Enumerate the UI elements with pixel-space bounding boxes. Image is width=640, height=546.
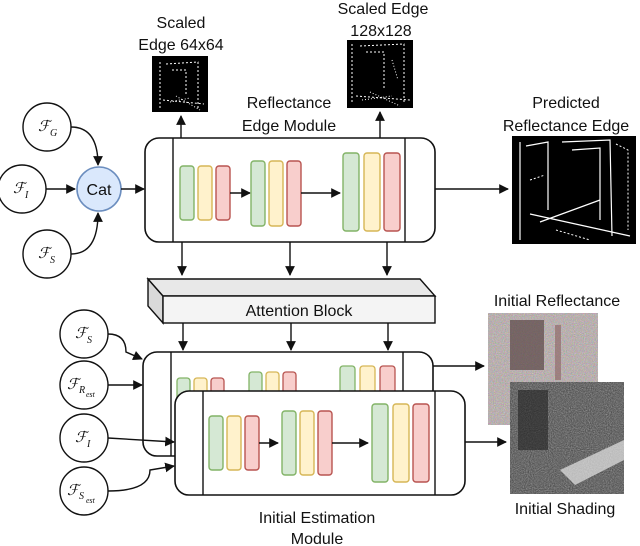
scaled-edge-128-thumbnail xyxy=(347,40,413,108)
arrow-s-to-estimation xyxy=(107,333,143,360)
initial-reflectance-label: Initial Reflectance xyxy=(494,293,620,310)
scaled-edge-64-thumbnail xyxy=(152,56,208,112)
svg-text:ℱ: ℱ xyxy=(13,181,28,197)
svg-text:Cat: Cat xyxy=(87,182,112,199)
svg-text:ℱ: ℱ xyxy=(67,377,82,393)
predicted-edge-label-line2: Reflectance Edge xyxy=(503,118,629,135)
initial-estimation-label-line2: Module xyxy=(291,531,344,546)
encoder-blocks-3 xyxy=(342,152,401,232)
initial-estimation-module-front xyxy=(174,390,466,496)
arrow-i-to-estimation xyxy=(107,436,175,447)
svg-text:ℱ: ℱ xyxy=(75,430,90,446)
svg-text:est: est xyxy=(86,496,96,505)
svg-text:G: G xyxy=(50,128,57,139)
initial-shading-image xyxy=(510,382,624,494)
scaled-edge-64-label-line1: Scaled xyxy=(157,15,206,32)
svg-text:ℱ: ℱ xyxy=(67,483,82,499)
initial-shading-label: Initial Shading xyxy=(515,501,616,518)
scaled-edge-128-label-line2: 128x128 xyxy=(350,23,411,40)
svg-text:S: S xyxy=(79,491,84,502)
arrow-g-to-cat xyxy=(70,126,103,166)
svg-text:ℱ: ℱ xyxy=(38,119,53,135)
arrow-s-est-to-estimation xyxy=(107,462,175,492)
svg-text:S: S xyxy=(87,335,92,346)
svg-text:Attention Block: Attention Block xyxy=(246,303,354,320)
initial-estimation-label-line1: Initial Estimation xyxy=(259,510,376,527)
reflectance-module-label-line1: Reflectance xyxy=(247,95,332,112)
svg-text:ℱ: ℱ xyxy=(38,246,53,262)
concat-node: Cat xyxy=(76,166,122,212)
scaled-edge-64-label-line2: Edge 64x64 xyxy=(138,37,224,54)
encoder-blocks-2 xyxy=(250,160,302,227)
predicted-edge-label-line1: Predicted xyxy=(532,95,600,112)
scaled-edge-128-label-line1: Scaled Edge xyxy=(338,1,429,18)
arrow-s-to-cat xyxy=(70,212,103,255)
svg-text:S: S xyxy=(50,255,55,266)
attention-block: Attention Block xyxy=(146,277,437,325)
predicted-reflectance-edge-image xyxy=(512,136,636,244)
encoder-blocks-1 xyxy=(179,165,231,221)
reflectance-module-label-line2: Edge Module xyxy=(242,118,336,135)
svg-text:ℱ: ℱ xyxy=(75,326,90,342)
svg-text:I: I xyxy=(86,439,91,450)
svg-text:R: R xyxy=(78,385,85,396)
svg-text:I: I xyxy=(24,190,29,201)
svg-text:est: est xyxy=(86,390,96,399)
